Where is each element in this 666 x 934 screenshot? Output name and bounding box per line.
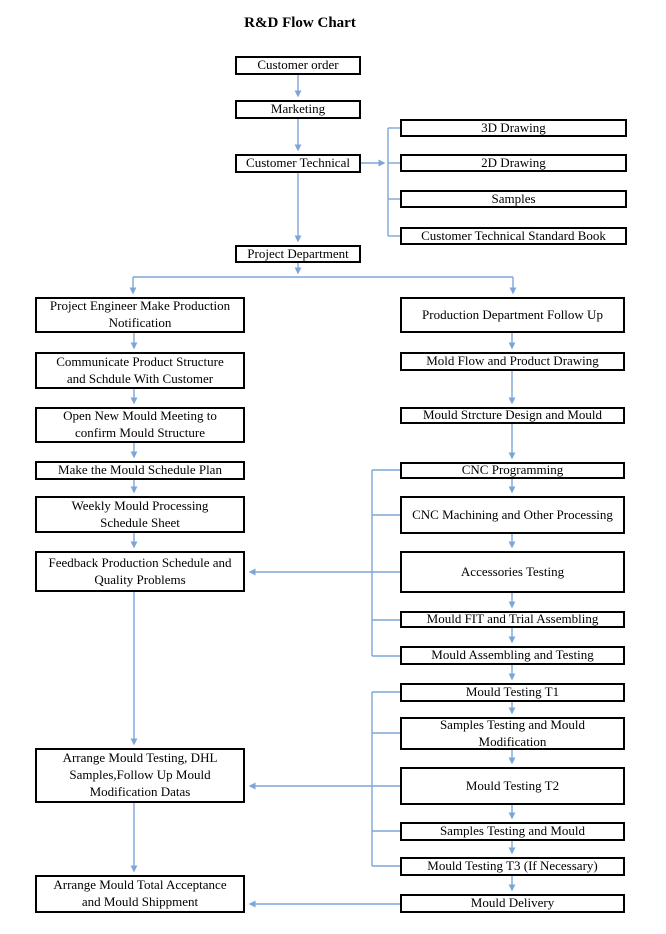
node-communicate-structure: Communicate Product Structure and Schdul… (35, 352, 245, 389)
node-mould-structure-design: Mould Strcture Design and Mould (400, 407, 625, 424)
node-standard-book: Customer Technical Standard Book (400, 227, 627, 245)
node-weekly-schedule-sheet: Weekly Mould Processing Schedule Sheet (35, 496, 245, 533)
node-mould-testing-t3: Mould Testing T3 (If Necessary) (400, 857, 625, 876)
node-mould-assembling-testing: Mould Assembling and Testing (400, 646, 625, 665)
node-3d-drawing: 3D Drawing (400, 119, 627, 137)
node-cnc-programming: CNC Programming (400, 462, 625, 479)
node-2d-drawing: 2D Drawing (400, 154, 627, 172)
node-arrange-mould-testing: Arrange Mould Testing, DHL Samples,Follo… (35, 748, 245, 803)
node-mold-flow-drawing: Mold Flow and Product Drawing (400, 352, 625, 371)
node-mould-testing-t2: Mould Testing T2 (400, 767, 625, 805)
node-open-mould-meeting: Open New Mould Meeting to confirm Mould … (35, 407, 245, 443)
page-title: R&D Flow Chart (244, 15, 356, 31)
node-mould-delivery: Mould Delivery (400, 894, 625, 913)
node-feedback-schedule: Feedback Production Schedule and Quality… (35, 551, 245, 592)
node-marketing: Marketing (235, 100, 361, 119)
node-project-department: Project Department (235, 245, 361, 263)
node-arrange-acceptance-shipment: Arrange Mould Total Acceptance and Mould… (35, 875, 245, 913)
node-samples: Samples (400, 190, 627, 208)
node-samples-testing-modification: Samples Testing and Mould Modification (400, 717, 625, 750)
node-mould-schedule-plan: Make the Mould Schedule Plan (35, 461, 245, 480)
node-samples-testing-mould: Samples Testing and Mould (400, 822, 625, 841)
node-customer-order: Customer order (235, 56, 361, 75)
node-mould-testing-t1: Mould Testing T1 (400, 683, 625, 702)
node-production-follow-up: Production Department Follow Up (400, 297, 625, 333)
node-cnc-machining: CNC Machining and Other Processing (400, 496, 625, 534)
node-customer-technical: Customer Technical (235, 154, 361, 173)
node-accessories-testing: Accessories Testing (400, 551, 625, 593)
node-mould-fit-assembling: Mould FIT and Trial Assembling (400, 611, 625, 628)
node-project-engineer-notification: Project Engineer Make Production Notific… (35, 297, 245, 333)
